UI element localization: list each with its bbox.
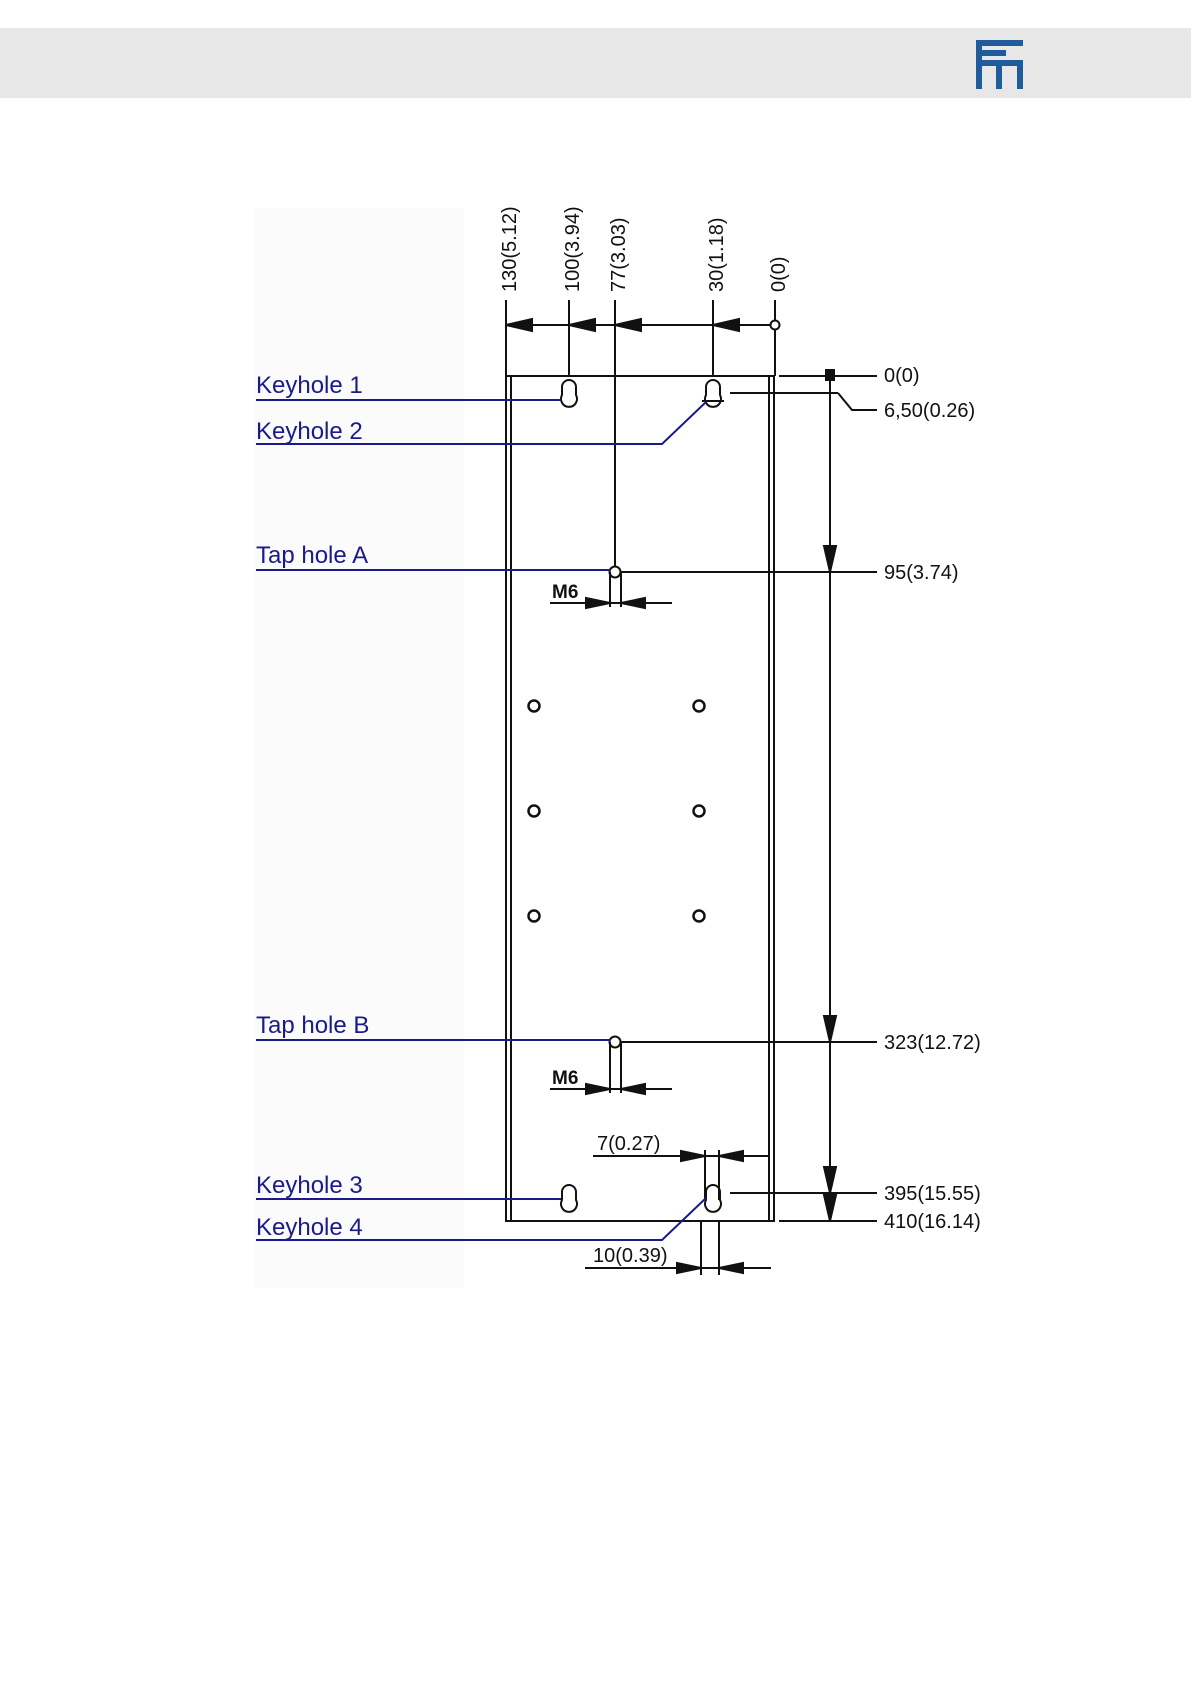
callout-keyhole-2: Keyhole 2 bbox=[256, 418, 363, 445]
dim-label-7: 7(0.27) bbox=[597, 1133, 660, 1155]
dim-label-130: 130(5.12) bbox=[499, 206, 521, 292]
dim-label-30: 30(1.18) bbox=[706, 218, 728, 293]
callout-tap-hole-b: Tap hole B bbox=[256, 1012, 369, 1039]
mounting-plate bbox=[506, 376, 774, 1221]
m6-label-a: M6 bbox=[552, 582, 578, 603]
dim-label-323: 323(12.72) bbox=[884, 1032, 981, 1054]
callout-keyhole-1: Keyhole 1 bbox=[256, 372, 363, 399]
top-dimension-line bbox=[506, 319, 780, 331]
keyhole-3-icon bbox=[561, 1185, 577, 1212]
backdrop-panel bbox=[254, 208, 464, 1288]
tap-hole-b-icon bbox=[610, 1037, 621, 1048]
dim-label-10: 10(0.39) bbox=[593, 1245, 668, 1267]
tap-hole-a-icon bbox=[610, 567, 621, 578]
mounting-holes bbox=[529, 701, 705, 922]
hole-icon bbox=[694, 701, 705, 712]
right-dimension-line bbox=[824, 370, 836, 1221]
keyhole-1-icon bbox=[561, 380, 577, 407]
callout-keyhole-4: Keyhole 4 bbox=[256, 1214, 363, 1241]
hole-icon bbox=[529, 911, 540, 922]
hole-icon bbox=[529, 701, 540, 712]
hole-icon bbox=[694, 911, 705, 922]
hole-icon bbox=[694, 806, 705, 817]
top-dimension-labels: 130(5.12) 100(3.94) 77(3.03) 30(1.18) 0(… bbox=[499, 206, 790, 292]
tap-holes bbox=[610, 567, 621, 1048]
dim-label-0-top: 0(0) bbox=[768, 256, 790, 292]
dim-label-410: 410(16.14) bbox=[884, 1211, 981, 1233]
dim-label-395: 395(15.55) bbox=[884, 1183, 981, 1205]
hole-icon bbox=[529, 806, 540, 817]
callout-keyhole-3: Keyhole 3 bbox=[256, 1172, 363, 1199]
callout-tap-hole-a: Tap hole A bbox=[256, 542, 368, 569]
keyhole-2-icon bbox=[705, 380, 721, 407]
dim-label-0-right: 0(0) bbox=[884, 365, 920, 387]
top-extension-lines bbox=[506, 300, 775, 572]
dim-label-100: 100(3.94) bbox=[562, 206, 584, 292]
m6-label-b: M6 bbox=[552, 1068, 578, 1089]
dim-label-77: 77(3.03) bbox=[608, 218, 630, 293]
dim-label-95: 95(3.74) bbox=[884, 562, 959, 584]
right-dimension-labels: 0(0) 6,50(0.26) 95(3.74) 323(12.72) 395(… bbox=[884, 365, 981, 1233]
right-extension-lines bbox=[621, 376, 877, 1221]
dim-label-6-50: 6,50(0.26) bbox=[884, 400, 975, 422]
